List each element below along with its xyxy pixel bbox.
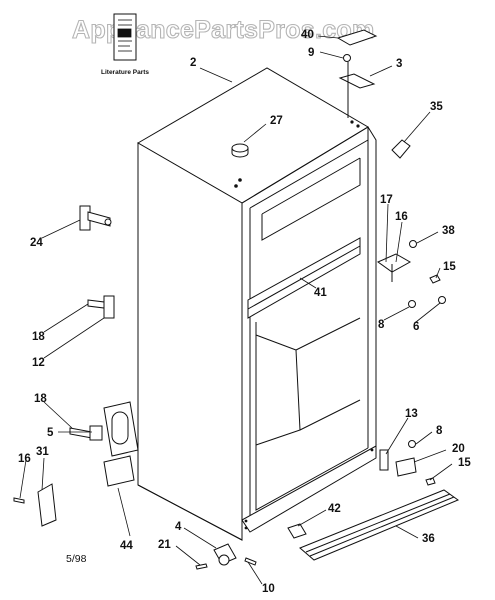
- door-stop-12-icon: [87, 295, 115, 319]
- callout-24: 24: [30, 237, 43, 249]
- callout-41: 41: [314, 287, 327, 299]
- callout-17: 17: [380, 194, 393, 206]
- callout-10: 10: [262, 583, 275, 595]
- leader-lines: [19, 35, 453, 585]
- hinge-pin-24-icon: [79, 205, 112, 231]
- callout-4: 4: [175, 521, 182, 533]
- callout-31: 31: [36, 446, 49, 458]
- callout-40: 40: [301, 29, 314, 41]
- callout-21: 21: [158, 539, 171, 551]
- callout-3: 3: [396, 58, 402, 70]
- top-hinge-parts-icon: [336, 29, 378, 118]
- callout-44: 44: [120, 540, 133, 552]
- callout-16-left: 16: [18, 453, 31, 465]
- callout-20: 20: [452, 443, 465, 455]
- callout-8-lower: 8: [436, 425, 443, 437]
- bottom-hinge-parts-icon: [379, 440, 436, 486]
- plug-27-icon: [231, 143, 249, 158]
- center-hinge-parts-icon: [376, 240, 446, 308]
- callout-labels: 2 27 40 9 3 35 17 16 38 15 41 8 6 24 18 …: [18, 29, 471, 595]
- roller-4-icon: [195, 543, 257, 570]
- callout-15-lower: 15: [458, 457, 471, 469]
- callout-16: 16: [395, 211, 408, 223]
- callout-18: 18: [32, 331, 45, 343]
- literature-booklet-icon: [113, 13, 137, 61]
- callout-27: 27: [270, 115, 283, 127]
- clip-42-icon: [287, 523, 307, 539]
- screw-bracket-5-icon: [69, 425, 103, 441]
- cover-31-icon: [13, 483, 57, 527]
- callout-38: 38: [442, 225, 455, 237]
- callout-12: 12: [32, 357, 45, 369]
- bracket-plate-44-icon: [103, 401, 139, 487]
- callout-35: 35: [430, 101, 443, 113]
- date-code: 5/98: [66, 553, 87, 565]
- cabinet-drawing: [137, 67, 377, 541]
- callout-42: 42: [328, 503, 341, 515]
- toe-grille-36-icon: [299, 489, 460, 561]
- callout-5: 5: [47, 427, 54, 439]
- callout-2: 2: [190, 57, 196, 69]
- callout-18-lower: 18: [34, 393, 47, 405]
- callout-15: 15: [443, 261, 456, 273]
- callout-8: 8: [378, 319, 385, 331]
- callout-13: 13: [405, 408, 418, 420]
- callout-6: 6: [413, 321, 419, 333]
- callout-36: 36: [422, 533, 435, 545]
- bracket-35-icon: [391, 139, 411, 159]
- callout-9: 9: [308, 47, 314, 59]
- literature-parts-label: Literature Parts: [101, 69, 149, 76]
